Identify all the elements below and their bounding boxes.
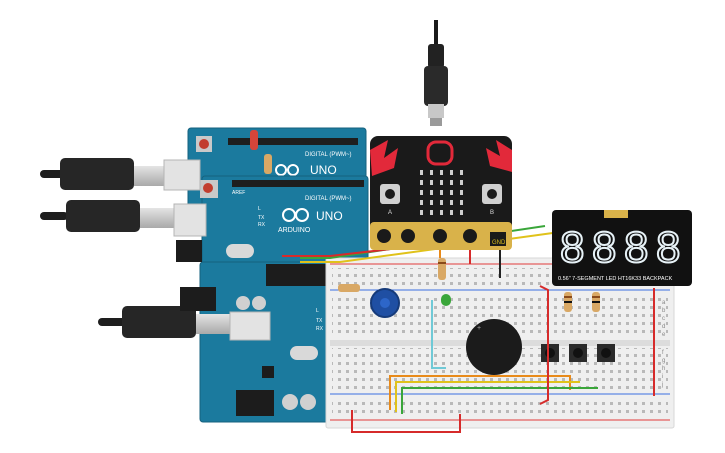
row-label-d: d: [662, 324, 665, 330]
microbit-red-accent: [370, 140, 398, 176]
l-label: L: [258, 206, 261, 212]
led-3-0: [420, 200, 423, 205]
power-jack-top: [176, 240, 202, 262]
svg-text:+: +: [477, 325, 481, 332]
digital-label-middle: DIGITAL (PWM~): [305, 196, 352, 202]
led-3-1: [430, 200, 433, 205]
led-1-4: [460, 180, 463, 185]
row-label-i: i: [662, 374, 663, 380]
pushbutton-1[interactable]: [541, 344, 559, 362]
potentiometer[interactable]: [370, 288, 400, 318]
aref-label: AREF: [232, 190, 245, 196]
tx-label-bottom: TX: [316, 318, 323, 324]
row-label-g: g: [662, 358, 665, 364]
svg-text:8: 8: [560, 223, 584, 272]
led-2-4: [460, 190, 463, 195]
row-label-j: j: [661, 382, 663, 388]
button-a-label: A: [388, 210, 392, 216]
row-label-a: a: [662, 300, 666, 306]
led-1-3: [450, 180, 453, 185]
resistor-1[interactable]: [564, 292, 572, 312]
row-label-h: h: [662, 366, 665, 372]
resistor-2[interactable]: [592, 292, 600, 312]
gnd-label: GND: [492, 240, 506, 246]
power-jack-middle: [180, 287, 216, 311]
pushbutton-3[interactable]: [597, 344, 615, 362]
digital-label: DIGITAL (PWM~): [305, 152, 352, 158]
pushbutton-2[interactable]: [569, 344, 587, 362]
arduino-label: ARDUINO: [278, 227, 311, 234]
led-4-3: [450, 210, 453, 215]
display-caption: 0.56" 7-SEGMENT LED HT16K33 BACKPACK: [558, 276, 673, 282]
led-0-3: [450, 170, 453, 175]
digit-4: 8: [655, 222, 681, 273]
wire-yellow-low[interactable]: [395, 381, 580, 412]
microbit-red-accent: [486, 140, 512, 172]
resistor-4[interactable]: [338, 284, 360, 292]
svg-text:8: 8: [592, 223, 616, 272]
power-jack: [236, 390, 274, 416]
led-icon: [250, 130, 258, 150]
atmega-chip: [266, 264, 332, 286]
led-0-1: [430, 170, 433, 175]
seven-segment-display[interactable]: 8 8 8 8 0.56" 7-SEGMENT LED HT16K33 BACK…: [552, 210, 692, 286]
wire-green-low[interactable]: [401, 387, 598, 414]
row-label-b: b: [662, 308, 666, 314]
led-matrix: [420, 170, 463, 215]
arduino-logo-icon: [275, 164, 299, 176]
green-led[interactable]: [441, 294, 451, 306]
digit-2: 8: [591, 222, 617, 273]
tx-label: TX: [258, 215, 265, 221]
row-label-c: c: [662, 316, 665, 322]
svg-text:8: 8: [624, 223, 648, 272]
arduino-board-middle[interactable]: AREF DIGITAL (PWM~) UNO ARDUINO TX RX L: [200, 175, 369, 275]
led-1-2: [440, 180, 443, 185]
microbit-logo-icon: [426, 140, 454, 166]
led-4-2: [440, 210, 443, 215]
digit-3: 8: [623, 222, 649, 273]
arduino-board-bottom[interactable]: TX RX L: [199, 261, 333, 423]
arduino-logo-icon: [282, 208, 309, 222]
led-3-4: [460, 200, 463, 205]
microbit-usb-cable[interactable]: [424, 20, 448, 126]
led-1-1: [430, 180, 433, 185]
led-4-4: [460, 210, 463, 215]
usb-cable-1[interactable]: [40, 158, 201, 191]
crystal: [226, 244, 254, 258]
led-4-0: [420, 210, 423, 215]
usb-cable-3[interactable]: [98, 306, 271, 341]
led-0-0: [420, 170, 423, 175]
led-3-3: [450, 200, 453, 205]
wire-red-right[interactable]: [539, 285, 549, 405]
row-label-f: f: [662, 350, 664, 356]
usb-cable-2[interactable]: [40, 200, 207, 237]
led-4-1: [430, 210, 433, 215]
row-label-e: e: [662, 332, 666, 338]
rx-label: RX: [258, 222, 266, 228]
button-b-label: B: [490, 210, 494, 216]
resistor-3[interactable]: [438, 258, 446, 280]
rx-label-bottom: RX: [316, 326, 324, 332]
led-3-2: [440, 200, 443, 205]
led-0-2: [440, 170, 443, 175]
uno-label: UNO: [310, 163, 337, 177]
led-2-2: [440, 190, 443, 195]
led-1-0: [420, 180, 423, 185]
digit-1: 8: [559, 222, 585, 273]
led-2-0: [420, 190, 423, 195]
led-2-3: [450, 190, 453, 195]
led-2-1: [430, 190, 433, 195]
l-label-bottom: L: [316, 308, 319, 314]
microbit[interactable]: A B GND: [370, 136, 512, 250]
svg-text:8: 8: [656, 223, 680, 272]
buzzer[interactable]: +: [466, 319, 522, 375]
wire-red-bottom[interactable]: [351, 410, 461, 433]
wire-cyan[interactable]: [431, 300, 446, 369]
led-0-4: [460, 170, 463, 175]
uno-label-middle: UNO: [316, 209, 343, 223]
resistor-5[interactable]: [264, 154, 272, 174]
